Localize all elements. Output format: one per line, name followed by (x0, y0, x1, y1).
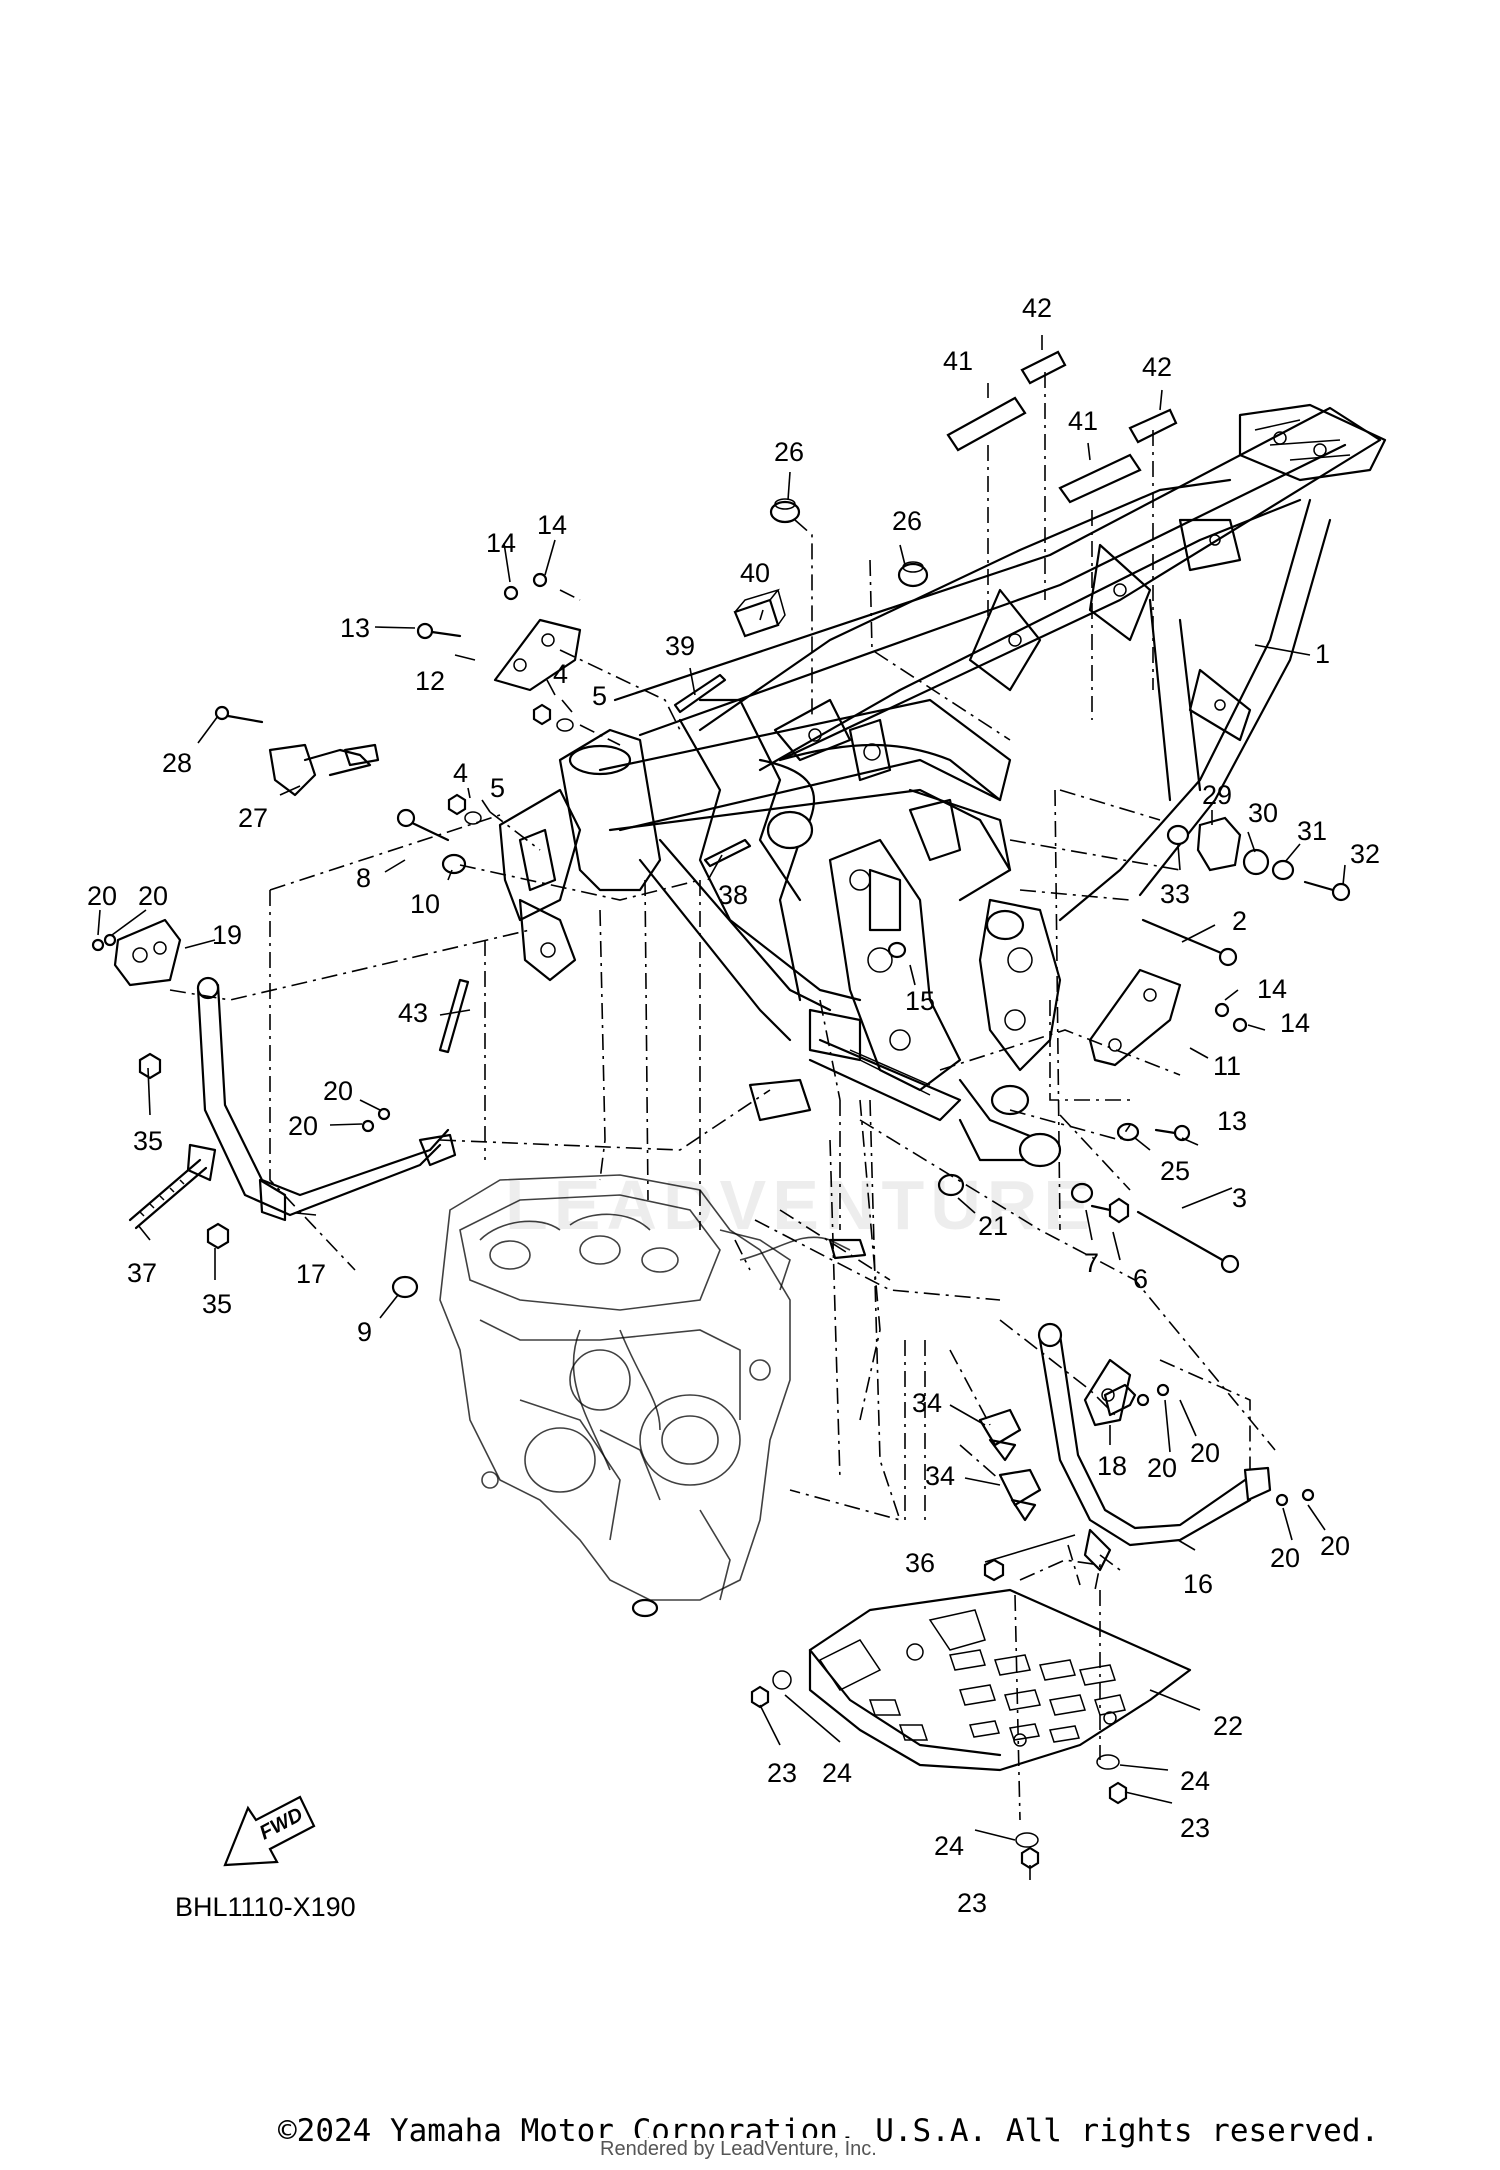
callout-41: 41 (943, 346, 973, 376)
callout-17: 17 (296, 1259, 326, 1289)
callout-42: 42 (1142, 352, 1172, 382)
callout-42: 42 (1022, 293, 1052, 323)
callout-2: 2 (1232, 906, 1247, 936)
callout-4: 4 (453, 758, 468, 788)
callout-36: 36 (905, 1548, 935, 1578)
callout-19: 19 (212, 920, 242, 950)
callout-5: 5 (592, 681, 607, 711)
callout-16: 16 (1183, 1569, 1213, 1599)
callout-40: 40 (740, 558, 770, 588)
callout-34: 34 (925, 1461, 955, 1491)
callout-13: 13 (340, 613, 370, 643)
callout-8: 8 (356, 863, 371, 893)
callout-14: 14 (1257, 974, 1287, 1004)
diagram-code: BHL1110-X190 (175, 1892, 356, 1922)
callout-24: 24 (1180, 1766, 1210, 1796)
callout-34: 34 (912, 1388, 942, 1418)
callout-41: 41 (1068, 406, 1098, 436)
callout-23: 23 (957, 1888, 987, 1918)
callout-20: 20 (1320, 1531, 1350, 1561)
callout-32: 32 (1350, 839, 1380, 869)
callout-38: 38 (718, 880, 748, 910)
callout-24: 24 (822, 1758, 852, 1788)
callout-23: 23 (1180, 1813, 1210, 1843)
callout-15: 15 (905, 986, 935, 1016)
callout-27: 27 (238, 803, 268, 833)
callout-labels: 1 2 3 4 4 5 5 6 7 8 9 10 11 12 13 13 14 … (87, 293, 1380, 1918)
engine-phantom (439, 1174, 867, 1618)
callout-14: 14 (486, 528, 516, 558)
callout-4: 4 (553, 659, 568, 689)
callout-10: 10 (410, 889, 440, 919)
callout-20: 20 (87, 881, 117, 911)
callout-29: 29 (1202, 780, 1232, 810)
callout-35: 35 (133, 1126, 163, 1156)
callout-25: 25 (1160, 1156, 1190, 1186)
callout-23: 23 (767, 1758, 797, 1788)
callout-35: 35 (202, 1289, 232, 1319)
callout-3: 3 (1232, 1183, 1247, 1213)
fwd-arrow-icon: FWD (223, 1795, 316, 1867)
callout-28: 28 (162, 748, 192, 778)
callout-43: 43 (398, 998, 428, 1028)
skid-plate (750, 1588, 1192, 1870)
engine-guard-left (113, 918, 457, 1250)
rendered-by-notice: Rendered by LeadVenture, Inc. (598, 2138, 879, 2161)
callout-11: 11 (1213, 1051, 1241, 1081)
callout-20: 20 (323, 1076, 353, 1106)
callout-14: 14 (1280, 1008, 1310, 1038)
engine-guard-right (978, 1322, 1272, 1582)
callout-1: 1 (1315, 639, 1330, 669)
callout-6: 6 (1133, 1264, 1148, 1294)
callout-5: 5 (490, 773, 505, 803)
callout-21: 21 (978, 1211, 1008, 1241)
callout-20: 20 (1190, 1438, 1220, 1468)
callout-37: 37 (127, 1258, 157, 1288)
assembly-lines (169, 372, 1276, 1821)
main-frame (498, 403, 1387, 1168)
callout-31: 31 (1297, 816, 1327, 846)
callout-26: 26 (774, 437, 804, 467)
callout-13: 13 (1217, 1106, 1247, 1136)
watermark: LEADVENTURE (505, 1166, 1097, 1244)
callout-33: 33 (1160, 879, 1190, 909)
callout-9: 9 (357, 1317, 372, 1347)
callout-18: 18 (1097, 1451, 1127, 1481)
callout-26: 26 (892, 506, 922, 536)
callout-7: 7 (1084, 1248, 1099, 1278)
callout-39: 39 (665, 631, 695, 661)
small-parts (91, 350, 1351, 1507)
callout-14: 14 (537, 510, 567, 540)
callout-20: 20 (138, 881, 168, 911)
callout-20: 20 (1147, 1453, 1177, 1483)
callout-20: 20 (1270, 1543, 1300, 1573)
callout-24: 24 (934, 1831, 964, 1861)
callout-20: 20 (288, 1111, 318, 1141)
leader-lines (97, 335, 1346, 1880)
callout-22: 22 (1213, 1711, 1243, 1741)
callout-12: 12 (415, 666, 445, 696)
callout-30: 30 (1248, 798, 1278, 828)
